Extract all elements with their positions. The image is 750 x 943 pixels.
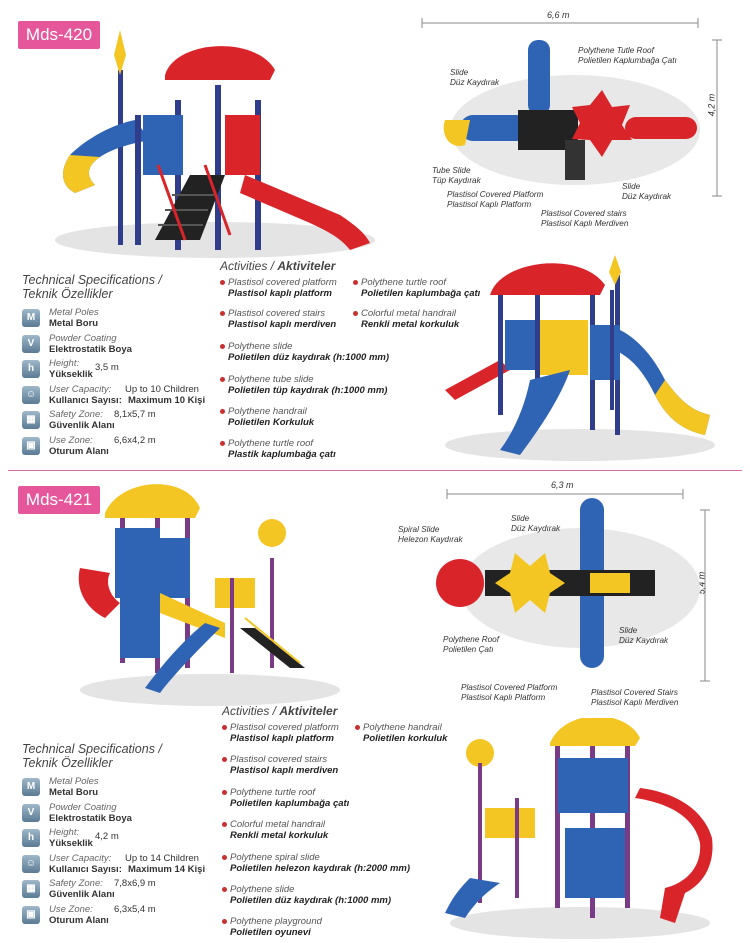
playground-plan-view [436,498,700,668]
dim-width: 6,3 m [551,480,574,490]
safety-zone-icon: ▦ [22,411,40,429]
user-capacity-icon: ☺ [22,385,40,404]
metal-pole-icon: M [22,309,40,327]
powder-coating-icon: V [22,334,40,353]
spec-user-capacity: ☺User Capacity:Kullanıcı Sayısı:Up to 14… [22,853,222,877]
playground-render-front [55,30,375,258]
use-zone-icon: ▣ [22,905,40,924]
product-mds-420: Mds-420 6,6 m 4,2 m [0,0,750,468]
playground-render-front [78,484,340,706]
playground-plan-view [443,40,700,185]
model-tag: Mds-421 [18,486,100,514]
height-icon: h [22,829,40,847]
dimension-line-width [446,489,684,499]
use-zone-icon: ▣ [22,436,40,455]
spec-title: Technical Specifications /Teknik Özellik… [22,742,162,770]
activities-title: Activities / Aktiviteler [220,259,336,273]
dimension-line-width [421,18,699,28]
spec-title: Technical Specifications /Teknik Özellik… [22,273,162,301]
height-icon: h [22,360,40,378]
user-capacity-icon: ☺ [22,854,40,873]
playground-render-back [445,718,713,939]
playground-render-back [445,255,715,461]
dim-width: 6,6 m [547,10,570,20]
metal-pole-icon: M [22,778,40,796]
dimension-line-depth [712,39,722,197]
model-tag: Mds-420 [18,21,100,49]
section-divider [8,470,742,471]
safety-zone-icon: ▦ [22,880,40,898]
activities-title: Activities / Aktiviteler [222,704,338,718]
dimension-line-depth [700,509,710,682]
spec-user-capacity: ☺User Capacity:Kullanıcı Sayısı:Up to 10… [22,384,222,408]
powder-coating-icon: V [22,803,40,822]
